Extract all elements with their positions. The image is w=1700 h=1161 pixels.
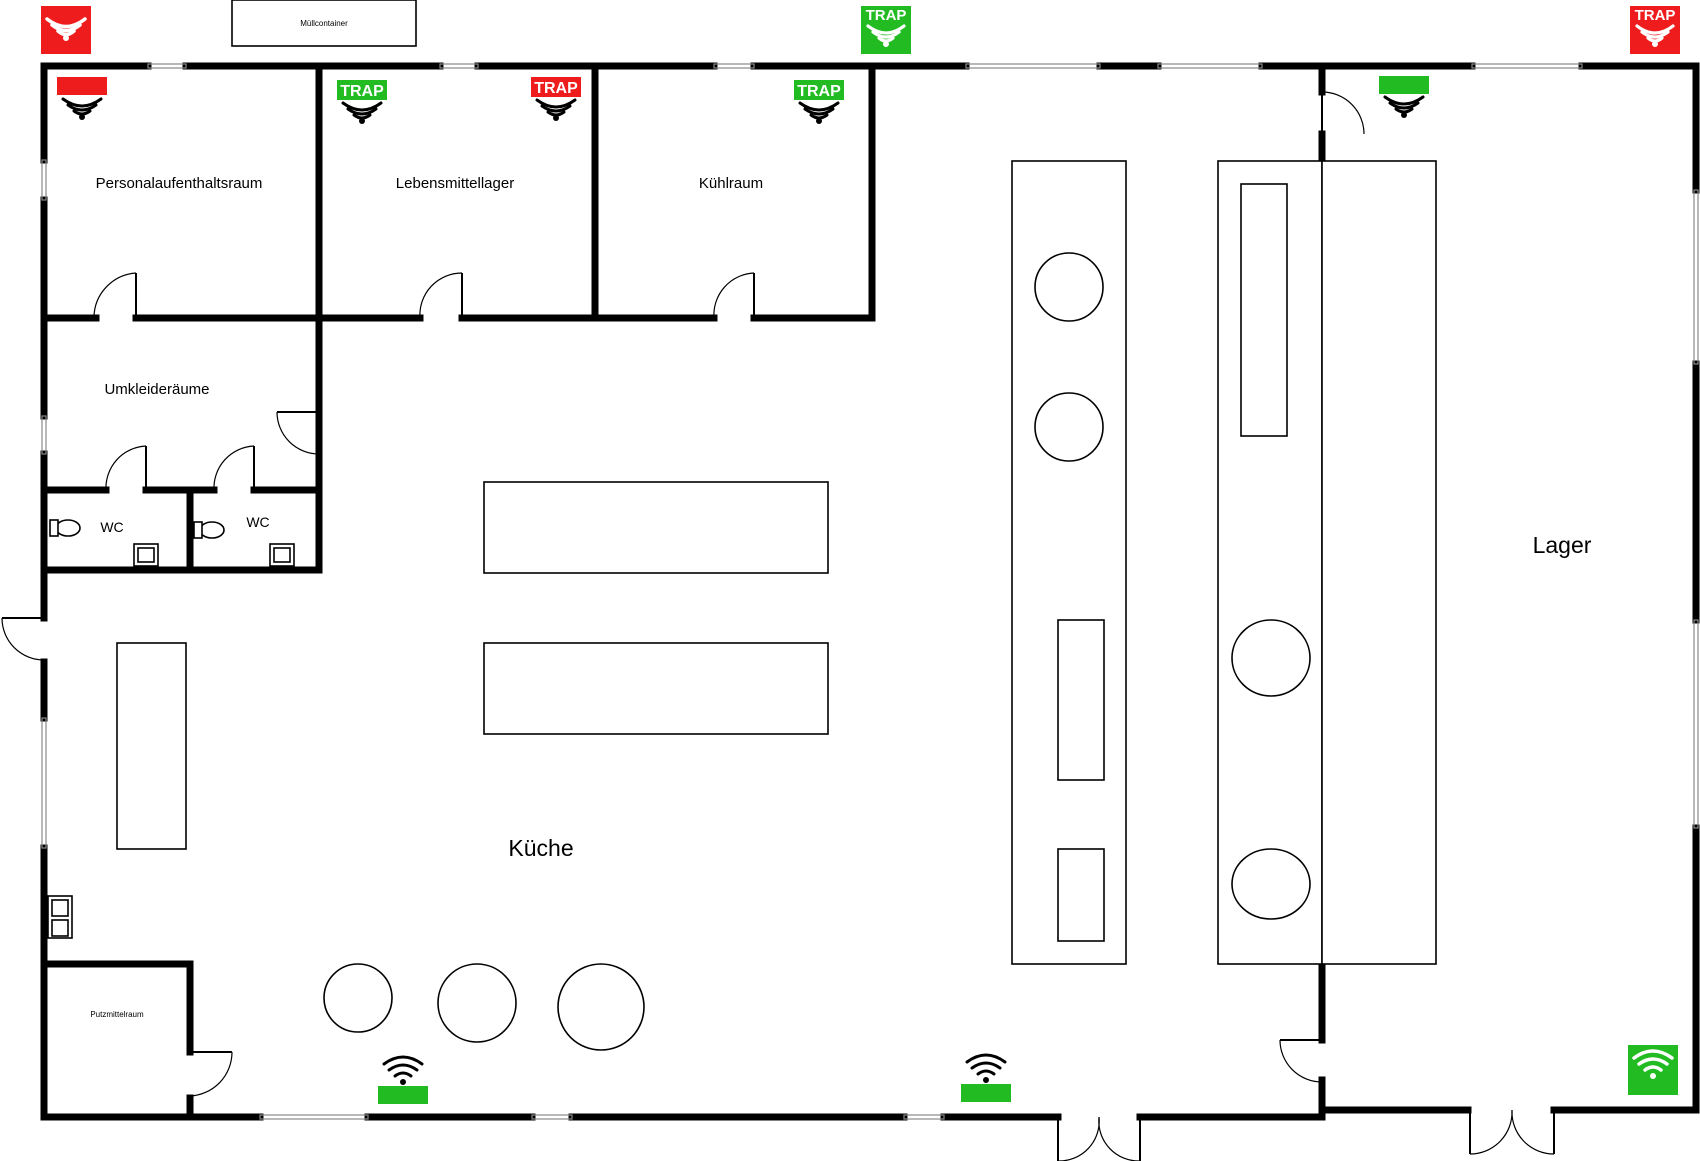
wifi-signal-icon: [1632, 1049, 1674, 1079]
trap-tile-red-outdoor-right[interactable]: TRAP: [1630, 6, 1680, 54]
door-lager-bottom[interactable]: [1279, 1039, 1323, 1083]
wifi-signal-icon: [45, 17, 87, 41]
label-lager: Lager: [1533, 532, 1592, 558]
sensor-personal[interactable]: [57, 77, 107, 120]
sink-icon: [47, 895, 73, 939]
sensor-lebensmittel-left[interactable]: TRAP: [337, 80, 387, 124]
svg-text:TRAP: TRAP: [340, 83, 384, 100]
svg-text:TRAP: TRAP: [866, 7, 907, 24]
outer-walls: [40, 62, 1700, 1121]
kitchen-table-2: [483, 642, 829, 735]
toilet-icon: [49, 519, 81, 537]
svg-text:TRAP: TRAP: [1635, 7, 1676, 24]
door-wc2[interactable]: [213, 445, 255, 491]
label-umkleide: Umkleideräume: [104, 381, 209, 398]
door-west[interactable]: [1, 617, 45, 661]
furniture: [47, 0, 1437, 1051]
kitchen-table-1: [483, 481, 829, 574]
sensor-kueche-bottom-1[interactable]: [378, 1055, 428, 1104]
wifi-signal-icon: [535, 98, 577, 121]
svg-text:TRAP: TRAP: [797, 83, 841, 100]
label-wc2: WC: [246, 514, 269, 530]
wifi-signal-icon: [866, 24, 906, 47]
wifi-signal-icon: [965, 1053, 1007, 1083]
label-wc1: WC: [100, 519, 123, 535]
wifi-signal-icon: [1383, 95, 1425, 118]
door-lager-double[interactable]: [1469, 1109, 1555, 1155]
wifi-signal-icon: [382, 1055, 424, 1085]
door-kuehl[interactable]: [713, 272, 755, 319]
door-lebensmittel[interactable]: [419, 272, 463, 319]
door-umkleide[interactable]: [276, 411, 320, 455]
wifi-signal-icon: [341, 101, 383, 124]
door-lager-top[interactable]: [1321, 91, 1365, 135]
wifi-signal-icon: [798, 101, 840, 124]
interior-walls: [40, 62, 1326, 1121]
sensor-kuehl[interactable]: TRAP: [794, 80, 844, 124]
sensor-lager-top[interactable]: [1379, 76, 1429, 118]
door-personal[interactable]: [93, 272, 137, 319]
trap-tile-green-lager[interactable]: [1628, 1045, 1678, 1095]
doors: [1, 91, 1555, 1161]
sensor-lebensmittel-right[interactable]: TRAP: [531, 77, 581, 121]
door-south-double[interactable]: [1057, 1116, 1141, 1161]
trap-tile-red-outdoor-left[interactable]: [41, 6, 91, 54]
label-personal: Personalaufenthaltsraum: [96, 175, 263, 192]
lager-shelf: [1321, 160, 1437, 965]
label-putz: Putzmittelraum: [90, 1010, 144, 1019]
door-wc1[interactable]: [105, 445, 147, 491]
wifi-signal-icon: [1635, 24, 1675, 47]
label-lebensmittel: Lebensmittellager: [396, 175, 514, 192]
sensor-kueche-bottom-2[interactable]: [961, 1053, 1011, 1102]
label-kueche: Küche: [508, 835, 573, 861]
windows: [41, 63, 1699, 1120]
sink-icon: [133, 543, 159, 567]
wifi-signal-icon: [61, 97, 103, 120]
svg-text:TRAP: TRAP: [534, 80, 578, 97]
muellcontainer: [231, 0, 417, 47]
kitchen-table-left: [116, 642, 187, 850]
room-labels: Müllcontainer Personalaufenthaltsraum Le…: [90, 19, 1591, 1019]
trap-tile-green-outdoor-center[interactable]: TRAP: [861, 6, 911, 54]
door-putz[interactable]: [189, 1051, 233, 1097]
sink-icon: [269, 543, 295, 567]
label-muellcontainer: Müllcontainer: [300, 19, 348, 28]
sensors: TRAP TRAP: [41, 6, 1680, 1104]
toilet-icon: [193, 521, 225, 539]
label-kuehl: Kühlraum: [699, 175, 763, 192]
